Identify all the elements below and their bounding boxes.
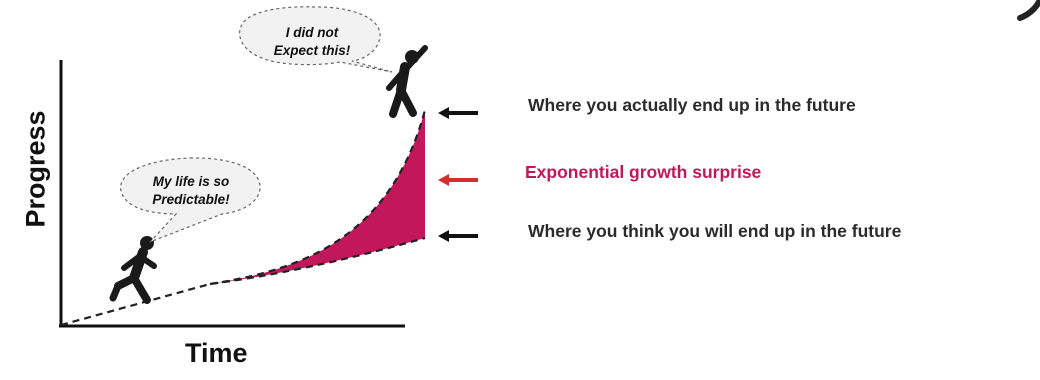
bubble-line: My life is so	[152, 174, 230, 189]
x-axis-label: Time	[185, 338, 248, 368]
surprise-area	[210, 110, 425, 284]
speech-bubble-top-text: I did not Expect this!	[252, 24, 372, 60]
bubble-line: Expect this!	[273, 43, 351, 58]
corner-decoration	[1017, 0, 1040, 21]
speech-bubble-top	[239, 6, 393, 73]
arrow-left-icon	[438, 107, 478, 119]
arrow-left-icon	[438, 174, 478, 186]
cheering-person-icon	[386, 45, 428, 118]
expected-outcome-label: Where you think you will end up in the f…	[528, 221, 902, 241]
walking-person-icon	[109, 236, 157, 304]
actual-outcome-label: Where you actually end up in the future	[528, 95, 856, 115]
expected-trend-line	[60, 236, 426, 327]
y-axis-label: Progress	[20, 110, 51, 228]
bubble-line: I did not	[285, 25, 339, 40]
actual-trend-line	[209, 109, 427, 286]
speech-bubble-left-text: My life is so Predictable!	[132, 173, 250, 209]
growth-surprise-label: Exponential growth surprise	[525, 162, 762, 182]
arrow-left-icon	[438, 230, 478, 242]
speech-bubble-left	[120, 157, 261, 243]
bubble-line: Predictable!	[152, 192, 230, 207]
